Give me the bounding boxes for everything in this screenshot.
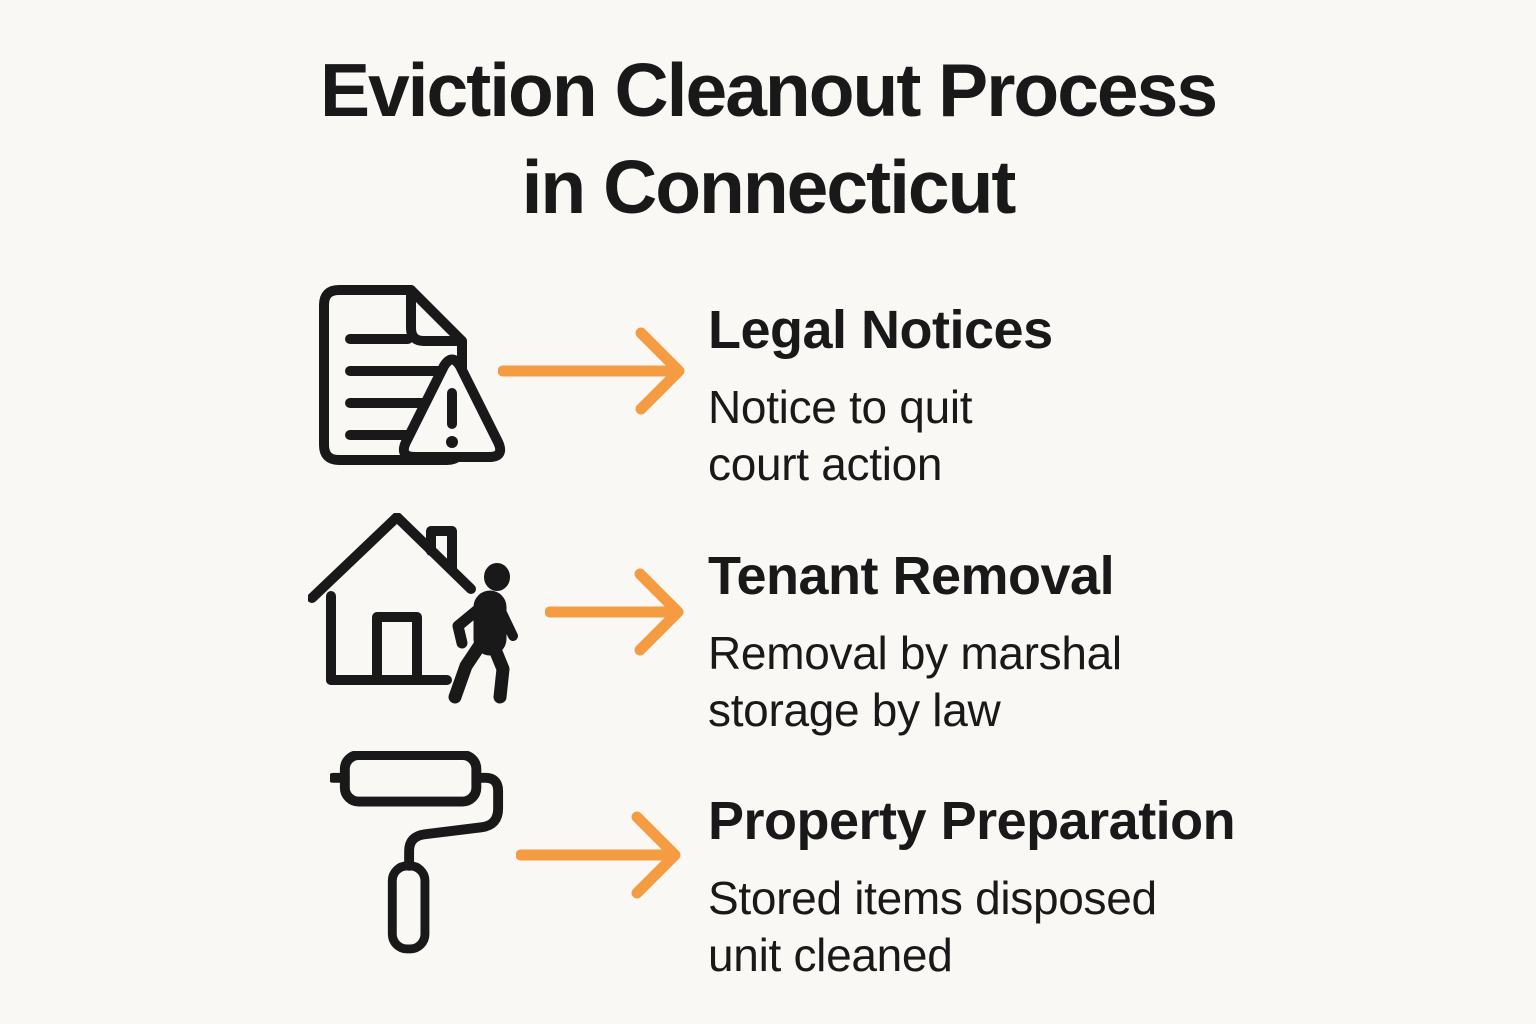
step-detail-line: unit cleaned: [708, 929, 953, 981]
step-detail-line: Removal by marshal: [708, 627, 1122, 679]
flow-arrow-icon: [545, 568, 685, 656]
step-detail-line: Notice to quit: [708, 381, 973, 433]
page-title-line-1: Eviction Cleanout Process: [319, 48, 1218, 132]
step-detail-line: court action: [708, 438, 943, 490]
house-person-leaving-icon: [308, 513, 530, 705]
step-heading: Legal Notices: [708, 300, 1053, 360]
page-title: Eviction Cleanout Process in Connecticut: [0, 42, 1536, 236]
paint-roller-icon: [330, 751, 508, 957]
step-heading: Property Preparation: [708, 791, 1236, 851]
document-warning-icon: [312, 281, 512, 471]
step-detail-line: storage by law: [708, 684, 1001, 736]
flow-arrow-icon: [498, 327, 686, 415]
page-title-line-2: in Connecticut: [521, 145, 1017, 229]
step-text-block: Tenant Removal Removal by marshal storag…: [708, 546, 1122, 739]
flow-arrow-icon: [516, 811, 682, 899]
step-heading: Tenant Removal: [708, 546, 1115, 606]
step-text-block: Property Preparation Stored items dispos…: [708, 791, 1236, 984]
step-text-block: Legal Notices Notice to quit court actio…: [708, 300, 1053, 493]
step-detail-line: Stored items disposed: [708, 872, 1157, 924]
